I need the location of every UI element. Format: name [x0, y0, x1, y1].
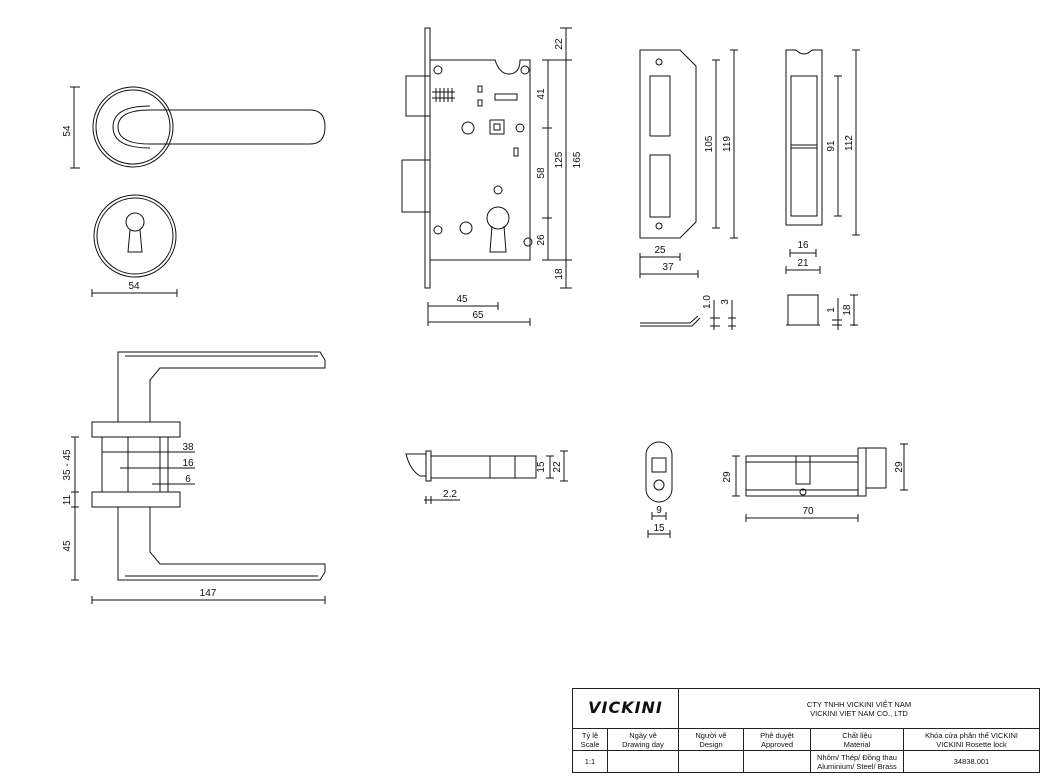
dim-strike-3: 3 [720, 299, 731, 305]
dim-strike-1-0: 1.0 [702, 295, 713, 309]
value-material: Nhôm/ Thép/ Đồng thau Aluminium/ Steel/ … [810, 750, 904, 773]
dim-rosette-height: 54 [62, 125, 73, 137]
dimension-labels: 54 54 22 41 58 125 165 26 18 45 65 105 1… [62, 38, 905, 599]
dim-body-65: 65 [472, 310, 484, 321]
dim-strike-105: 105 [704, 135, 715, 152]
dim-side-6: 6 [185, 474, 191, 485]
dim-latch-2-2: 2.2 [443, 489, 457, 500]
dim-side-45: 45 [62, 540, 73, 552]
dim-cyl-15: 15 [653, 523, 665, 534]
strike-box [785, 49, 860, 330]
title-logo-cell: VICKINI [572, 688, 679, 729]
strike-plate [639, 49, 738, 330]
value-approved [743, 750, 811, 773]
dim-side-38: 38 [182, 442, 194, 453]
dim-side-16: 16 [182, 458, 194, 469]
value-code: 34838.001 [903, 750, 1040, 773]
dim-side-147: 147 [200, 588, 217, 599]
dim-strike-119: 119 [722, 136, 733, 152]
dim-box-21: 21 [797, 258, 809, 269]
value-scale: 1:1 [572, 750, 608, 773]
dim-cyl-29-right: 29 [894, 461, 905, 473]
value-design [678, 750, 744, 773]
value-drawing-day [607, 750, 679, 773]
company-name-cell: CTY TNHH VICKINI VIỆT NAM VICKINI VIET N… [678, 688, 1040, 729]
dim-strike-37: 37 [662, 262, 674, 273]
dim-cyl-29-left: 29 [722, 471, 733, 483]
front-lever-view [70, 86, 326, 169]
dim-body-26: 26 [536, 234, 547, 246]
dim-body-58: 58 [536, 167, 547, 179]
dim-cyl-70: 70 [802, 506, 814, 517]
dim-latch-22: 22 [552, 461, 563, 473]
dim-box-91: 91 [826, 140, 837, 152]
latch-bolt [405, 450, 568, 504]
cylinder-thumbturn [645, 441, 673, 538]
dim-strike-25: 25 [654, 245, 666, 256]
dim-box-18: 18 [842, 304, 853, 316]
vickini-logo: VICKINI [588, 697, 663, 717]
dim-latch-15: 15 [536, 461, 547, 473]
title-block: VICKINI CTY TNHH VICKINI VIỆT NAM VICKIN… [572, 688, 1040, 773]
dim-body-41: 41 [536, 88, 547, 100]
dim-box-112: 112 [844, 135, 855, 151]
euro-cylinder [732, 443, 908, 522]
company-name-vn: CTY TNHH VICKINI VIỆT NAM [806, 699, 912, 709]
dim-body-45: 45 [456, 294, 468, 305]
mortise-lock-body [401, 27, 572, 326]
dim-body-125: 125 [554, 151, 565, 168]
dim-rosette-width: 54 [128, 281, 140, 292]
dim-body-165: 165 [572, 151, 583, 168]
dim-box-16: 16 [797, 240, 809, 251]
dim-side-11: 11 [62, 494, 73, 505]
dim-body-22: 22 [554, 38, 565, 50]
front-key-rosette [91, 194, 178, 297]
dim-cyl-9: 9 [656, 505, 662, 516]
dim-body-18: 18 [554, 268, 565, 280]
side-lever-view [71, 351, 326, 604]
dim-side-35-45: 35 - 45 [62, 449, 73, 481]
dim-box-1: 1 [826, 307, 837, 313]
company-name-en: VICKINI VIET NAM CO., LTD [810, 708, 908, 718]
